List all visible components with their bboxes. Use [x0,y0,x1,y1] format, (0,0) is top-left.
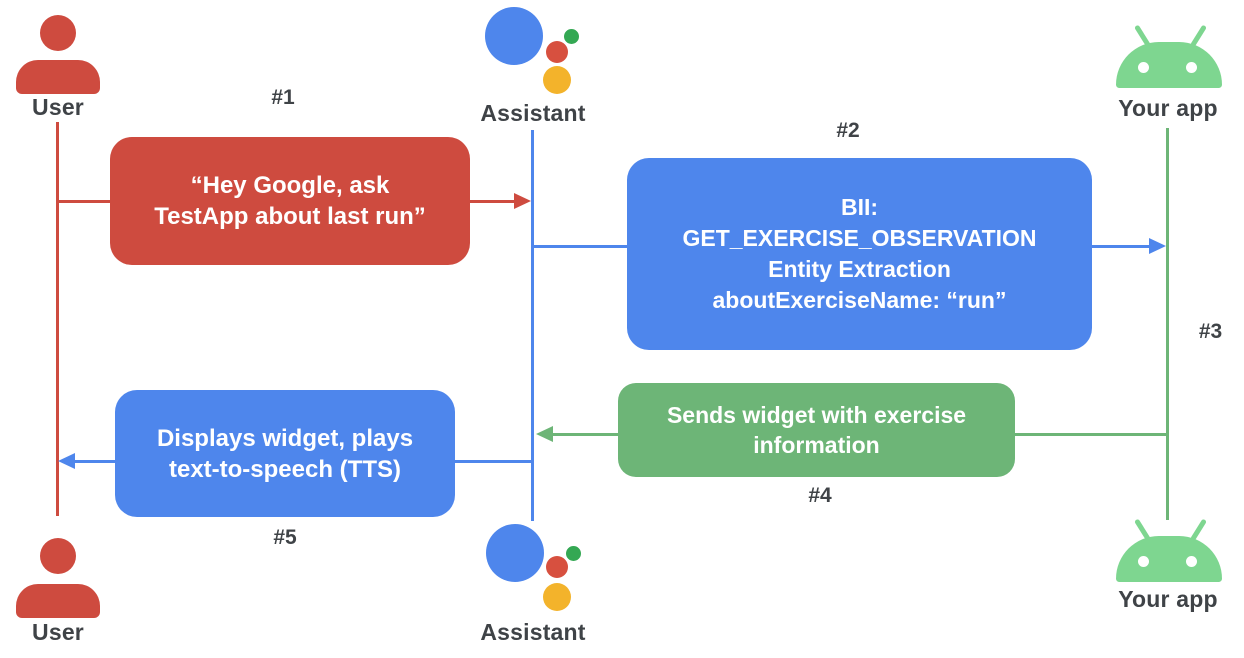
assistant-red-dot [546,41,568,63]
person-head [40,538,76,574]
message-5-arrowhead [58,453,75,469]
person-body [16,60,100,94]
message-2-text: BII: GET_EXERCISE_OBSERVATION Entity Ext… [682,194,1037,313]
lifeline-assistant [531,130,534,521]
android-eye-left [1138,62,1149,73]
message-2-box: BII: GET_EXERCISE_OBSERVATION Entity Ext… [627,158,1092,350]
android-eye-right [1186,556,1197,567]
assistant-blue-circle [485,7,543,65]
actor-label-assistant-top: Assistant [480,100,586,126]
message-4-text: Sends widget with exercise information [666,402,967,458]
assistant-green-dot [566,546,581,561]
actor-label-app-top: Your app [1118,95,1218,121]
actor-label-user-top: User [32,94,84,120]
message-1-arrowhead [514,193,531,209]
android-eye-left [1138,556,1149,567]
message-4-arrowhead [536,426,553,442]
step-label-3: #3 [1198,320,1223,343]
lifeline-app [1166,128,1169,520]
message-1-box: “Hey Google, ask TestApp about last run” [110,137,470,265]
message-5-text: Displays widget, plays text-to-speech (T… [156,424,414,483]
step-label-2: #2 [836,119,860,142]
actor-label-user-bottom: User [32,619,84,645]
android-dome [1116,536,1222,582]
assistant-yellow-dot [543,583,571,611]
assistant-green-dot [564,29,579,44]
assistant-red-dot [546,556,568,578]
message-1-text: “Hey Google, ask TestApp about last run” [154,172,426,230]
android-dome [1116,42,1222,88]
assistant-blue-circle [486,524,544,582]
message-4-box: Sends widget with exercise information [618,383,1015,477]
actor-label-app-bottom: Your app [1118,586,1218,612]
step-label-1: #1 [271,86,295,109]
android-eye-right [1186,62,1197,73]
actor-label-assistant-bottom: Assistant [480,619,586,645]
person-head [40,15,76,51]
assistant-yellow-dot [543,66,571,94]
step-label-4: #4 [808,484,832,507]
step-label-5: #5 [273,526,297,549]
message-5-box: Displays widget, plays text-to-speech (T… [115,390,455,517]
message-2-arrowhead [1149,238,1166,254]
person-body [16,584,100,618]
lifeline-user [56,122,59,516]
